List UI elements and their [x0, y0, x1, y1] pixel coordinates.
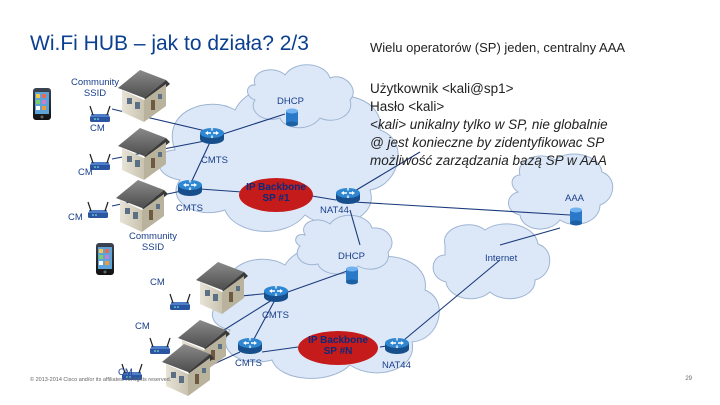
cm-label: CM — [150, 277, 165, 288]
cloud-sp1 — [158, 64, 614, 232]
cmts-label: CMTS — [235, 358, 262, 369]
cm-label: CM — [78, 167, 93, 178]
cm-label: CM — [118, 367, 133, 378]
cloud-spn — [211, 214, 551, 379]
community-ssid-label: Community SSID — [128, 231, 178, 253]
dhcp-label: DHCP — [277, 96, 304, 107]
description-line: @ jest konieczne by zidentyfikowac SP — [370, 135, 605, 150]
aaa-label: AAA — [565, 193, 585, 204]
description-line: <kali> unikalny tylko w SP, nie globalni… — [370, 117, 608, 132]
backbone-spn-label: IP Backbone SP #N — [308, 335, 368, 357]
page-title: Wi.Fi HUB – jak to działa? 2/3 — [30, 32, 309, 55]
cmts-label: CMTS — [176, 203, 203, 214]
description-line: Użytkownik <kali@sp1> — [370, 81, 514, 96]
description-line: możliwość zarządzania bazą SP w AAA — [370, 153, 607, 168]
cm-label: CM — [90, 123, 105, 134]
dhcp-label: DHCP — [338, 251, 365, 262]
page-subtitle: Wielu operatorów (SP) jeden, centralny A… — [370, 40, 626, 55]
nat44-label: NAT44 — [320, 205, 349, 216]
cm-label: CM — [135, 321, 150, 332]
cmts-label: CMTS — [201, 155, 228, 166]
cmts-label: CMTS — [262, 310, 289, 321]
backbone-spn-shape — [298, 331, 378, 365]
nat44-label: NAT44 — [382, 360, 411, 371]
page-number: 29 — [685, 376, 692, 382]
backbone-sp1-label: IP Backbone SP #1 — [246, 182, 306, 204]
description-block: Użytkownik <kali@sp1> Hasło <kali> <kali… — [370, 80, 608, 170]
cm-label: CM — [68, 212, 83, 223]
description-line: Hasło <kali> — [370, 99, 445, 114]
community-ssid-label: Community SSID — [70, 77, 120, 99]
internet-label: Internet — [485, 253, 518, 264]
backbone-sp1-shape — [239, 178, 313, 212]
copyright-footer: © 2013-2014 Cisco and/or its affiliates.… — [30, 377, 172, 383]
